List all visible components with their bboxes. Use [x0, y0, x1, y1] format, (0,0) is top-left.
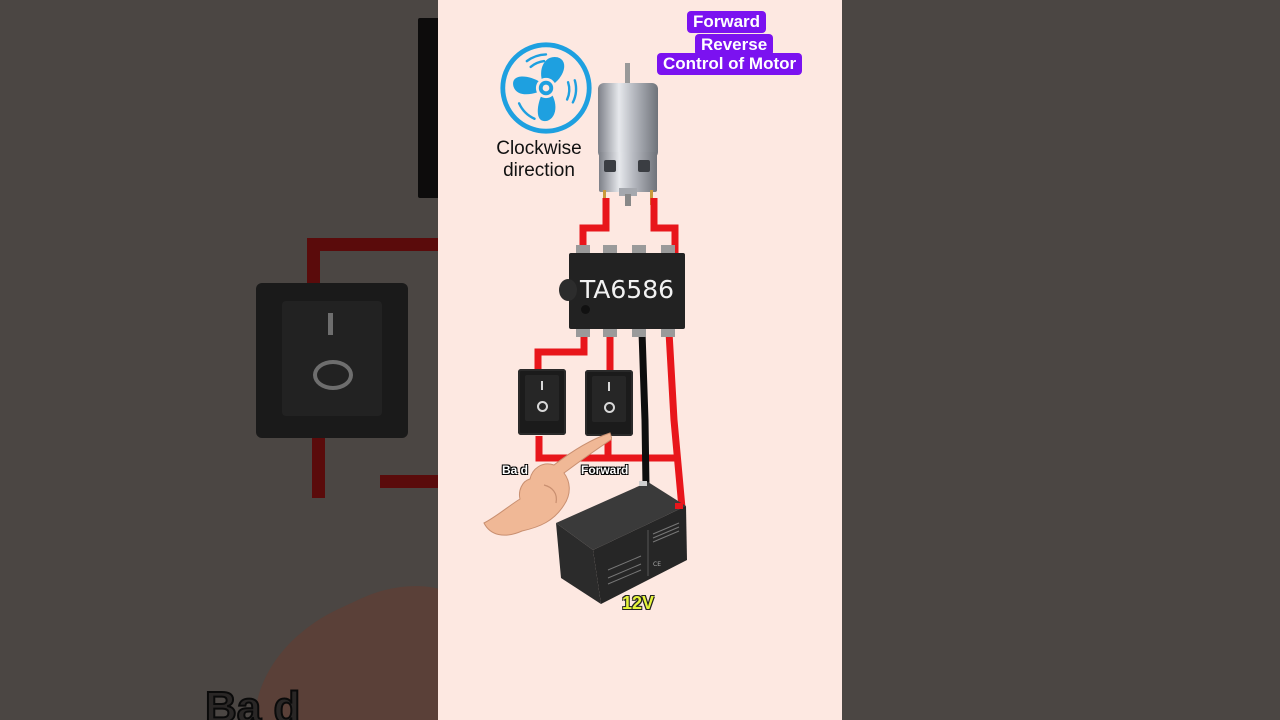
backdrop-off-symbol: [313, 360, 353, 390]
blurred-backdrop-left: Ba d: [0, 0, 438, 720]
backdrop-on-symbol: [328, 313, 333, 335]
backdrop-wire: [312, 438, 325, 498]
chip-pin: [661, 245, 675, 254]
wiring: [534, 198, 686, 509]
voltage-label: 12V: [622, 593, 655, 613]
fan-icon: [500, 42, 592, 134]
svg-text:CE: CE: [653, 561, 661, 568]
chip-pin1-dot: [581, 305, 590, 314]
dc-motor: [598, 63, 658, 206]
battery-12v: CE: [556, 481, 687, 604]
off-symbol: [537, 401, 548, 412]
circuit-diagram: Forward Reverse Control of Motor Clockwi…: [438, 0, 842, 720]
caption-line-1: Clockwise: [496, 138, 582, 159]
chip-label: TA6586: [579, 275, 675, 304]
chip-pin: [576, 245, 590, 254]
backdrop-wire: [380, 475, 438, 488]
blurred-backdrop-right: [842, 0, 1280, 720]
backdrop-chip-edge: [418, 18, 438, 198]
title-line-3: Control of Motor: [657, 53, 803, 75]
backdrop-switch-label: Ba d: [204, 682, 301, 720]
title-line-2: Reverse: [695, 34, 774, 56]
title-line-1: Forward: [687, 11, 767, 33]
caption-line-2: direction: [503, 160, 575, 181]
rocker-face: [525, 375, 559, 421]
pointing-hand: [483, 432, 612, 536]
chip-pin: [661, 328, 675, 337]
chip-pin: [632, 328, 646, 337]
rocker-face: [592, 376, 626, 422]
off-symbol: [604, 402, 615, 413]
chip-pin: [576, 328, 590, 337]
backward-switch[interactable]: [518, 369, 566, 435]
motor-driver-chip: TA6586: [559, 253, 685, 329]
on-symbol: [608, 382, 610, 391]
forward-switch[interactable]: [585, 370, 633, 436]
chip-pin: [632, 245, 646, 254]
rotation-caption: Clockwise direction: [486, 138, 592, 182]
backward-switch-label: Ba d: [502, 463, 529, 478]
forward-switch-label: Forward: [581, 463, 629, 478]
chip-pin: [603, 245, 617, 254]
chip-notch: [559, 279, 577, 301]
chip-pin: [603, 328, 617, 337]
on-symbol: [541, 381, 543, 390]
backdrop-wire: [307, 238, 438, 251]
